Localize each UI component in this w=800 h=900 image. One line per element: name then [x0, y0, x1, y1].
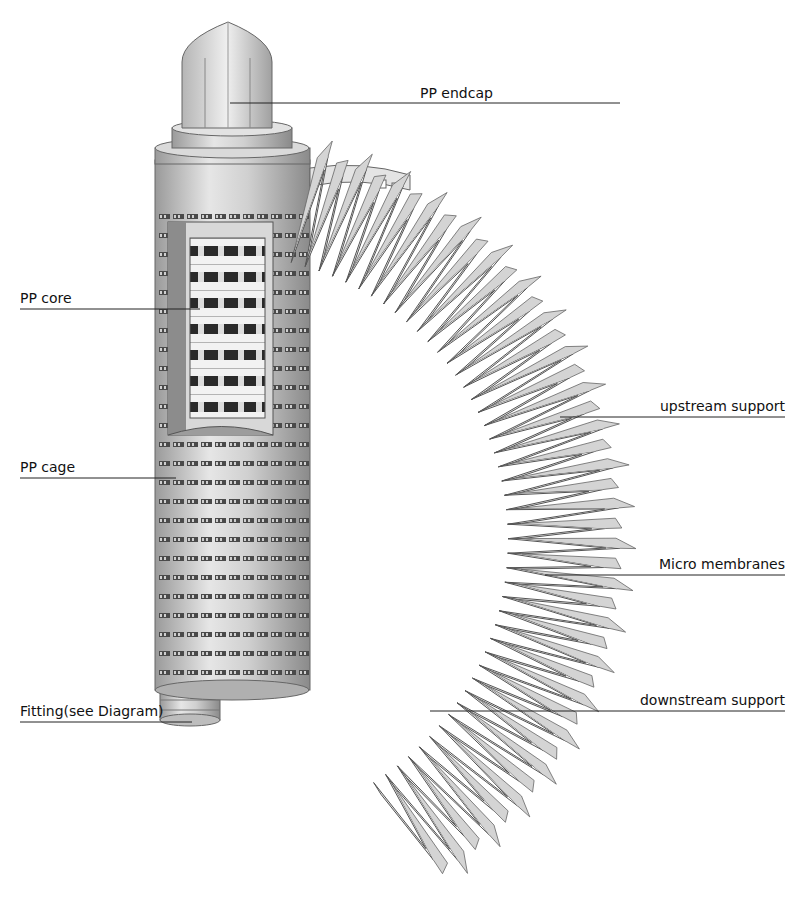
support-layer-edge [516, 599, 626, 632]
membrane-pleat [465, 678, 565, 741]
support-layer-edge [512, 439, 611, 463]
membrane-pleat [384, 229, 447, 313]
part-label: Micro membranes [659, 555, 785, 573]
support-layer-edge [394, 786, 448, 874]
part-label: downstream support [640, 691, 785, 709]
membrane-pleat [499, 597, 610, 629]
part-label: upstream support [660, 397, 785, 415]
membrane-pleat [359, 208, 414, 297]
membrane-pleat [439, 715, 520, 783]
part-label: Fitting(see Diagram) [20, 702, 164, 720]
support-layer-edge [516, 459, 630, 478]
part-label: PP cage [20, 458, 75, 476]
support-layer-edge [520, 498, 634, 508]
support-layer-edge [522, 518, 622, 528]
membrane-pleat [447, 311, 530, 375]
support-layer-edge [518, 478, 618, 493]
membrane-pleat [464, 343, 552, 400]
support-layer-edge [513, 614, 607, 649]
membrane-pleat [457, 691, 543, 751]
support-layer-edge [522, 538, 636, 548]
support-layer-edge [522, 554, 621, 569]
membrane-pleat [407, 253, 478, 331]
part-label: PP core [20, 289, 72, 307]
part-label: PP endcap [420, 84, 493, 102]
membrane-pleat [374, 775, 434, 861]
